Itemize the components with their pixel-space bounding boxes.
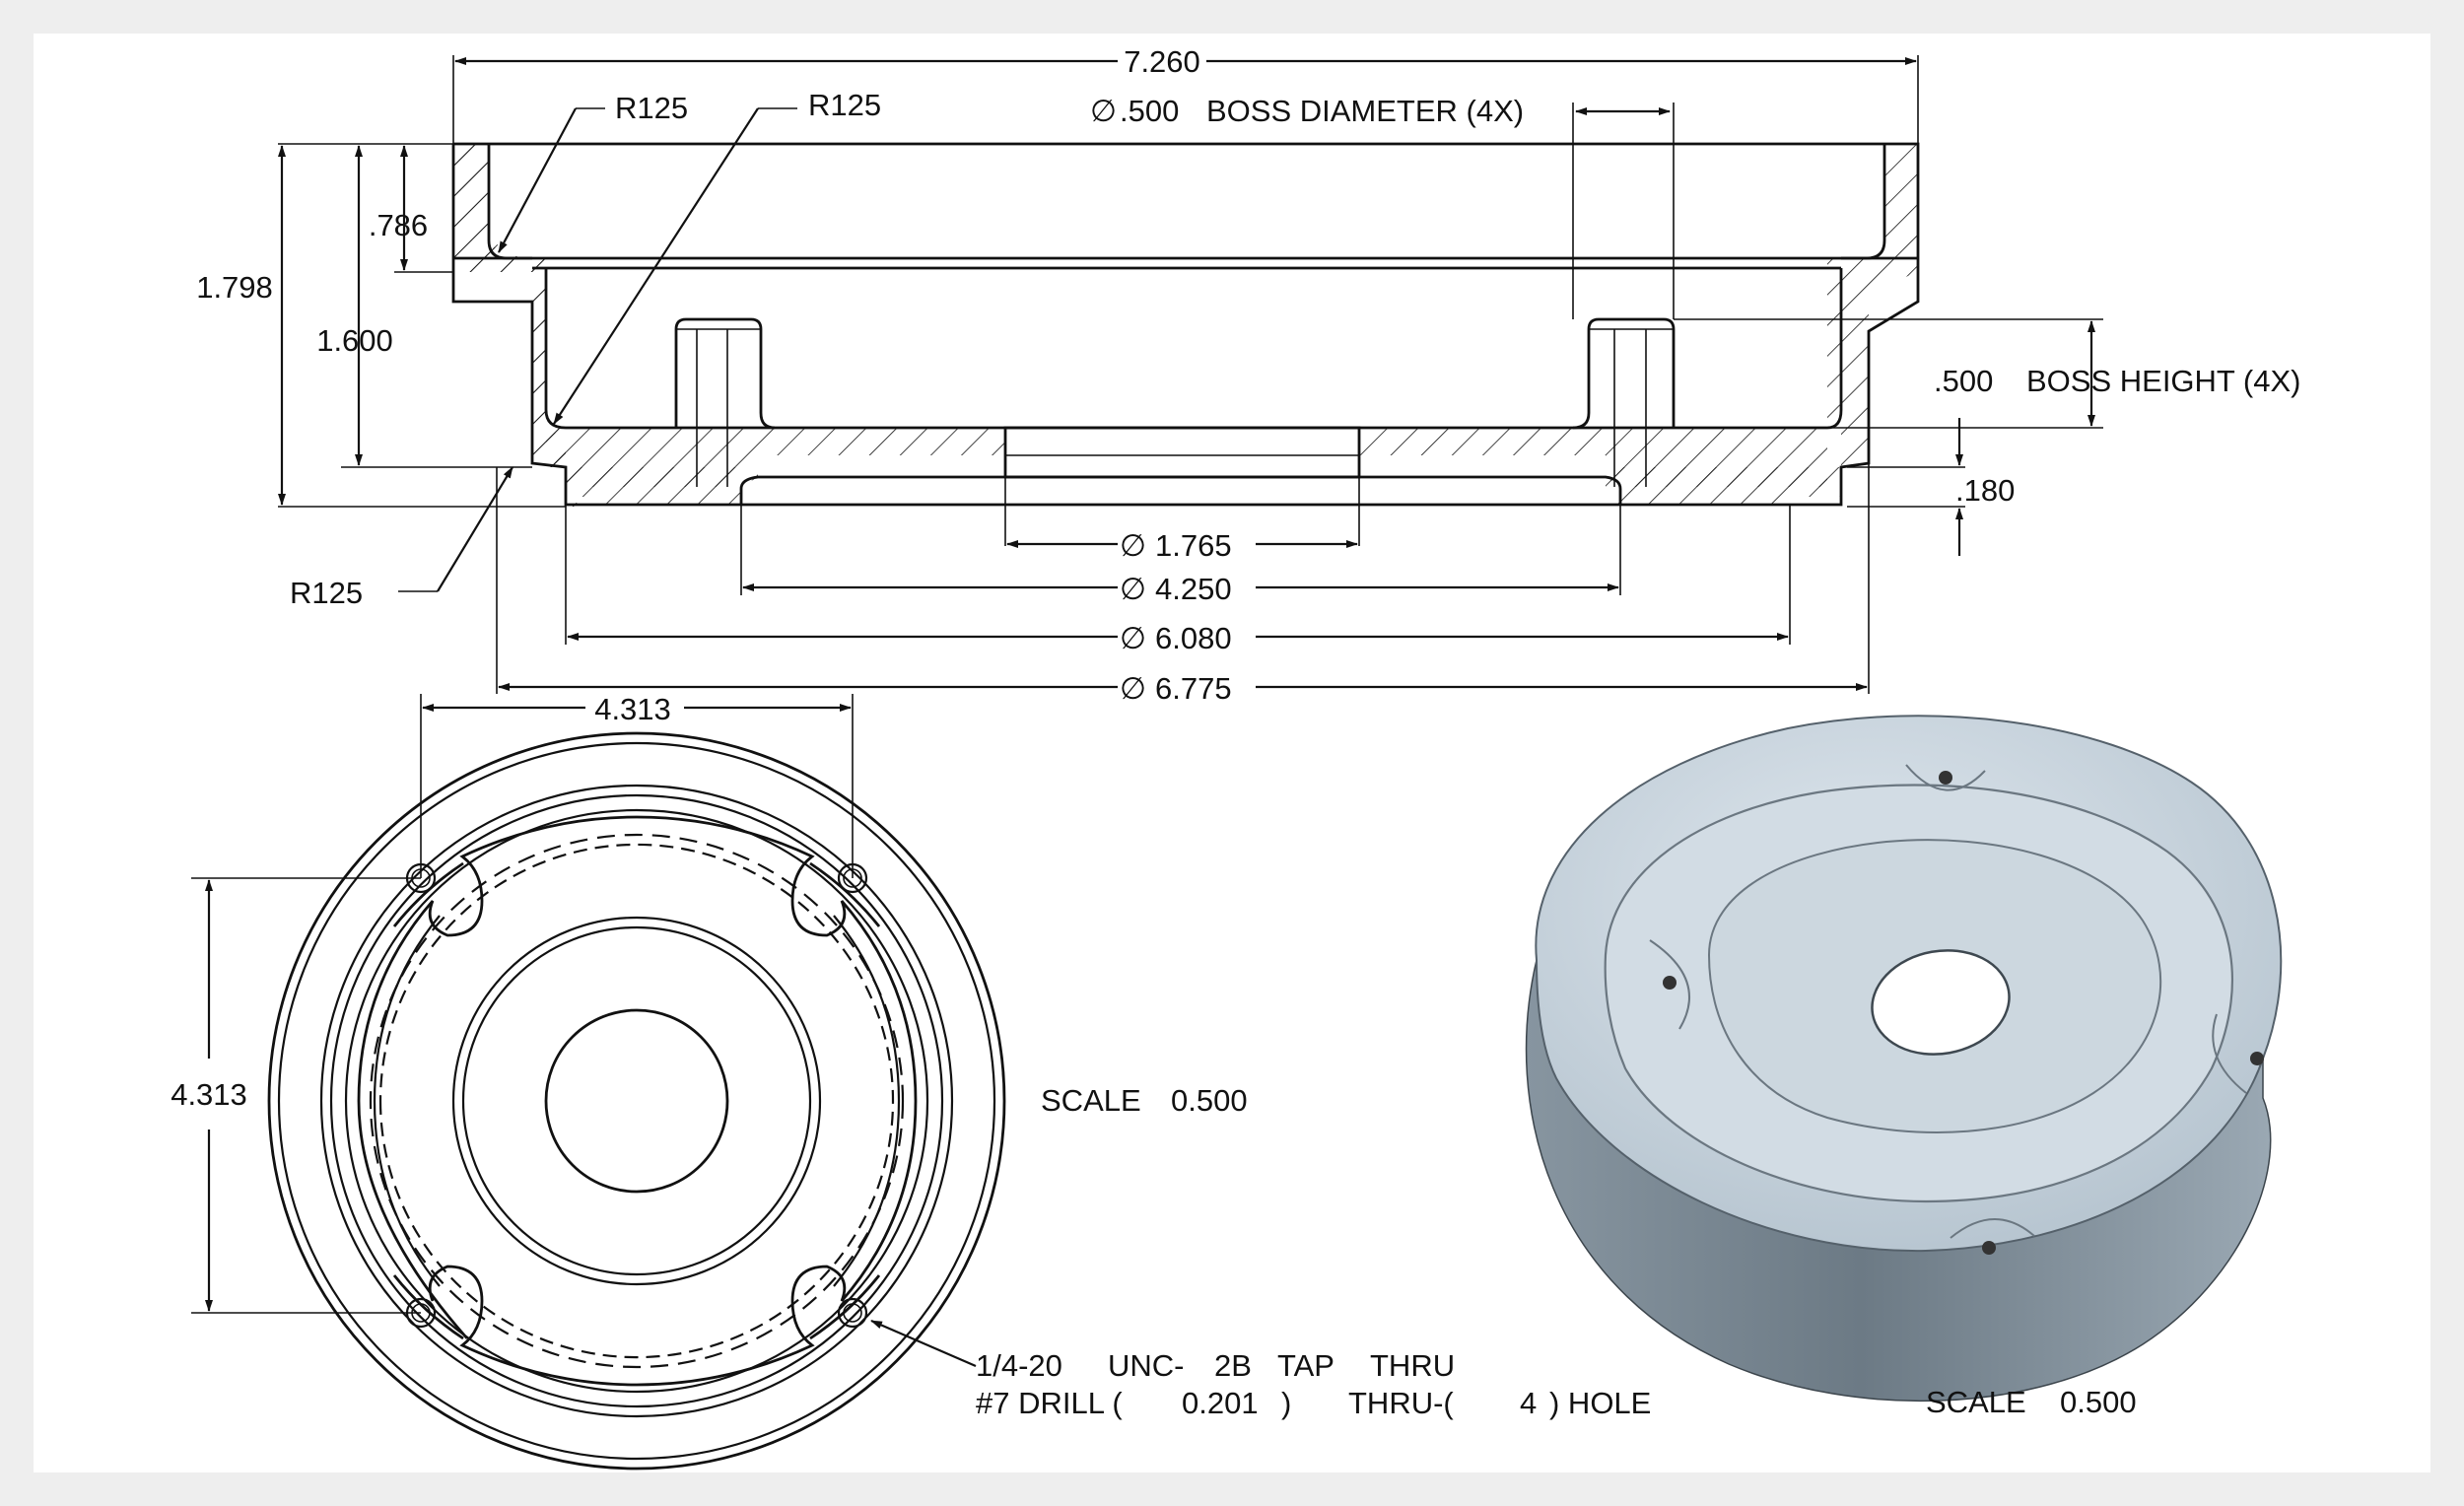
iso-hole-1 [1939,771,1952,785]
drawing-sheet: 7.260 ∅ .500 BOSS DIAMETER (4X) R125 R12… [34,34,2430,1472]
dim-boss-diameter: .500 [1120,94,1179,128]
svg-text:THRU: THRU [1370,1348,1455,1383]
iso-hole-4 [1982,1241,1996,1255]
hatch-base-lower-right [1606,467,1841,505]
dim-hole-spacing-y: 4.313 [171,1077,247,1112]
svg-text:UNC-: UNC- [1108,1348,1185,1383]
svg-text:THRU-(: THRU-( [1348,1386,1454,1420]
dim-boss-diameter-label: BOSS DIAMETER (4X) [1206,94,1524,128]
svg-text:∅: ∅ [1120,671,1146,706]
hole-bottom-right [837,1297,868,1329]
dim-diameter-1765: ∅ 1.765 [1006,528,1358,563]
dim-hole-spacing-x: 4.313 [594,692,671,726]
top-view-scale-label: SCALE [1041,1083,1141,1118]
iso-center-hole [1871,949,2011,1056]
dim-diameter-4250: ∅ 4.250 [742,572,1619,606]
boss-left [674,317,776,487]
iso-scale-label: SCALE [1926,1385,2026,1419]
dim-radius-bottom: R125 [290,576,363,610]
drawing-canvas: 7.260 ∅ .500 BOSS DIAMETER (4X) R125 R12… [171,44,2301,1471]
hatch-right-wall [1827,144,1918,467]
top-view-scale-value: 0.500 [1171,1083,1248,1118]
dim-height-cavity: 1.600 [316,323,393,358]
svg-text:∅: ∅ [1120,572,1146,606]
iso-scale-value: 0.500 [2060,1385,2137,1419]
dim-diameter-value-2: 4.250 [1155,572,1232,606]
isometric-view: SCALE 0.500 [1525,715,2283,1419]
dim-depth-top: .786 [369,208,428,242]
dim-diameter-6080: ∅ 6.080 [567,621,1789,655]
svg-text:): ) [1281,1386,1291,1420]
dim-boss-height-label: BOSS HEIGHT (4X) [2026,364,2301,398]
dim-boss-height: .500 [1934,364,1993,398]
section-view: 7.260 ∅ .500 BOSS DIAMETER (4X) R125 R12… [196,44,2300,706]
dim-diameter-value-1: 1.765 [1155,528,1232,563]
lobed-cavity [392,861,881,1340]
dim-diameter-6775: ∅ 6.775 [498,671,1868,706]
iso-hole-3 [2250,1052,2264,1065]
dim-base-thickness: .180 [1955,473,2015,508]
svg-text:4: 4 [1520,1386,1537,1420]
dim-diameter-value-3: 6.080 [1155,621,1232,655]
dim-diameter-value-4: 6.775 [1155,671,1232,706]
svg-text:) HOLE: ) HOLE [1549,1386,1651,1420]
hatch-left-wall [453,144,566,467]
svg-text:∅: ∅ [1120,621,1146,655]
svg-text:#7 DRILL (: #7 DRILL ( [976,1386,1123,1420]
dim-boss-diameter-symbol: ∅ [1090,94,1117,128]
svg-text:0.201: 0.201 [1182,1386,1259,1420]
tap-note: 1/4-20 UNC- 2B TAP THRU #7 DRILL ( 0.201… [976,1348,1651,1420]
svg-text:2B: 2B [1214,1348,1252,1383]
iso-hole-2 [1663,976,1677,990]
hatch-base-lower-left [566,467,741,505]
svg-text:1/4-20: 1/4-20 [976,1348,1062,1383]
svg-text:TAP: TAP [1277,1348,1335,1383]
dim-height-overall: 1.798 [196,270,273,305]
dim-overall-length: 7.260 [1124,44,1200,79]
dim-radius-top-inner: R125 [808,88,881,122]
boss-right [1572,317,1676,487]
dim-radius-top-outer: R125 [615,91,688,125]
svg-text:∅: ∅ [1120,528,1146,563]
top-view: 4.313 4.313 SCALE 0.500 1/4-20 UNC- 2B T… [171,692,1651,1471]
